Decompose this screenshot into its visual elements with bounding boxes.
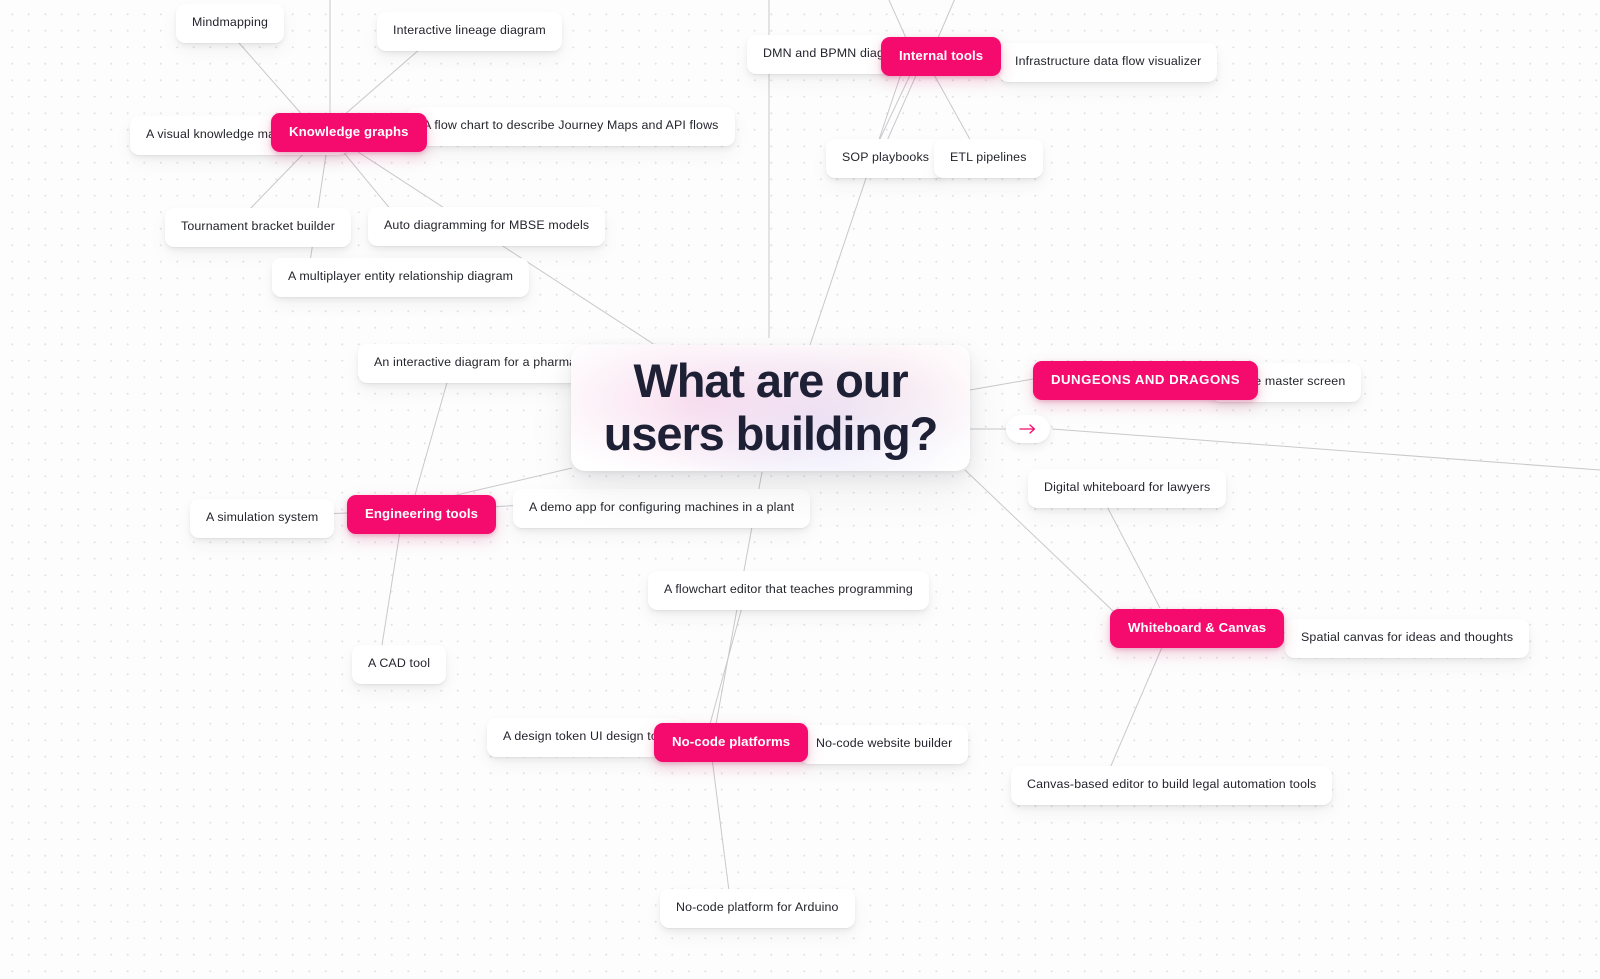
category-node-whiteboard-canvas[interactable]: Whiteboard & Canvas: [1110, 609, 1285, 648]
idea-card-legal-automation-canvas[interactable]: Canvas-based editor to build legal autom…: [1011, 766, 1333, 805]
category-label: DUNGEONS AND DRAGONS: [1051, 372, 1241, 387]
idea-label: No-code website builder: [816, 736, 953, 750]
idea-label: A simulation system: [206, 510, 319, 524]
idea-card-interactive-lineage-diagram[interactable]: Interactive lineage diagram: [377, 12, 562, 51]
idea-card-mindmapping[interactable]: Mindmapping: [176, 4, 285, 43]
idea-card-multiplayer-erd[interactable]: A multiplayer entity relationship diagra…: [272, 258, 530, 297]
idea-label: Auto diagramming for MBSE models: [384, 218, 590, 232]
edge-kg-center: [351, 147, 656, 346]
edge-it-sop: [877, 70, 913, 144]
center-title-line2: users building?: [603, 407, 939, 460]
category-node-no-code-platforms[interactable]: No-code platforms: [654, 723, 809, 762]
category-node-dungeons-and-dragons[interactable]: DUNGEONS AND DRAGONS: [1033, 361, 1259, 400]
idea-card-journey-maps-flowchart[interactable]: A flow chart to describe Journey Maps an…: [407, 107, 735, 146]
category-node-engineering-tools[interactable]: Engineering tools: [347, 495, 497, 534]
category-label: Engineering tools: [365, 506, 479, 521]
edge-it-sop2: [885, 70, 919, 144]
idea-label: ETL pipelines: [950, 150, 1027, 164]
center-node[interactable]: What are our users building?: [571, 345, 970, 471]
idea-card-design-token-ui-tool[interactable]: A design token UI design tool: [487, 718, 684, 757]
idea-label: Digital whiteboard for lawyers: [1044, 480, 1211, 494]
idea-card-machines-demo-app[interactable]: A demo app for configuring machines in a…: [513, 489, 811, 528]
idea-card-flowchart-teaches-programming[interactable]: A flowchart editor that teaches programm…: [648, 571, 929, 610]
edge-kg-mindmapping: [231, 34, 306, 119]
idea-label: A multiplayer entity relationship diagra…: [288, 269, 514, 283]
idea-card-dmn-bpmn-editor[interactable]: DMN and BPMN diagram editor: [747, 35, 895, 74]
edge-wb-lawyers: [1100, 494, 1161, 609]
idea-label: Interactive lineage diagram: [393, 23, 546, 37]
edge-nc-arduino: [711, 757, 730, 892]
idea-label: DMN and BPMN diagram editor: [763, 46, 895, 60]
idea-label: No-code platform for Arduino: [676, 900, 839, 914]
category-label: Knowledge graphs: [289, 124, 409, 139]
center-title-line1: What are our: [633, 354, 908, 408]
edge-it-etl: [931, 70, 973, 144]
category-node-knowledge-graphs[interactable]: Knowledge graphs: [271, 113, 427, 152]
edge-et-pharma: [414, 371, 451, 496]
idea-card-digital-whiteboard-for-lawyers[interactable]: Digital whiteboard for lawyers: [1028, 469, 1227, 508]
idea-label: Infrastructure data flow visualizer: [1015, 54, 1202, 68]
idea-card-etl-pipelines[interactable]: ETL pipelines: [934, 139, 1043, 178]
idea-card-sop-playbooks[interactable]: SOP playbooks: [826, 139, 946, 178]
edge-it-center: [809, 70, 903, 346]
category-node-internal-tools[interactable]: Internal tools: [881, 37, 1002, 76]
edge-it-top2: [937, 0, 955, 39]
idea-label: A flow chart to describe Journey Maps an…: [423, 118, 719, 132]
edge-pill-offright: [1051, 428, 1600, 471]
idea-label: A demo app for configuring machines in a…: [529, 500, 795, 514]
page-title: What are our users building?: [603, 354, 939, 460]
idea-label: A CAD tool: [368, 656, 431, 670]
category-label: Whiteboard & Canvas: [1128, 620, 1267, 635]
idea-card-simulation-system[interactable]: A simulation system: [190, 499, 335, 538]
edge-et-cad: [381, 530, 401, 646]
edge-center-dnd: [969, 378, 1034, 391]
idea-label: Mindmapping: [192, 15, 269, 29]
idea-label: Spatial canvas for ideas and thoughts: [1301, 630, 1514, 644]
edge-wb-legal: [1109, 644, 1164, 769]
expand-more-button[interactable]: [1006, 415, 1050, 443]
idea-card-infrastructure-data-flow-visualizer[interactable]: Infrastructure data flow visualizer: [999, 43, 1218, 82]
idea-label: Tournament bracket builder: [181, 219, 336, 233]
idea-label: A design token UI design tool: [503, 729, 668, 743]
category-label: No-code platforms: [672, 734, 791, 749]
idea-card-tournament-bracket-builder[interactable]: Tournament bracket builder: [165, 208, 352, 247]
edge-nc-flowchart: [709, 599, 745, 725]
idea-card-cad-tool[interactable]: A CAD tool: [352, 645, 447, 684]
idea-card-no-code-website-builder[interactable]: No-code website builder: [800, 725, 969, 764]
edge-it-top1: [888, 0, 907, 39]
edge-kg-lineage2: [342, 41, 429, 117]
idea-label: SOP playbooks: [842, 150, 930, 164]
idea-card-auto-diagramming-mbse[interactable]: Auto diagramming for MBSE models: [368, 207, 606, 246]
arrow-right-icon: [1019, 424, 1036, 434]
idea-card-no-code-arduino[interactable]: No-code platform for Arduino: [660, 889, 855, 928]
idea-label: A flowchart editor that teaches programm…: [664, 582, 913, 596]
category-label: Internal tools: [899, 48, 984, 63]
edge-kg-mbse: [339, 147, 393, 212]
edge-kg-bracket: [246, 146, 311, 213]
idea-label: Canvas-based editor to build legal autom…: [1027, 777, 1317, 791]
idea-card-spatial-canvas[interactable]: Spatial canvas for ideas and thoughts: [1285, 619, 1530, 658]
